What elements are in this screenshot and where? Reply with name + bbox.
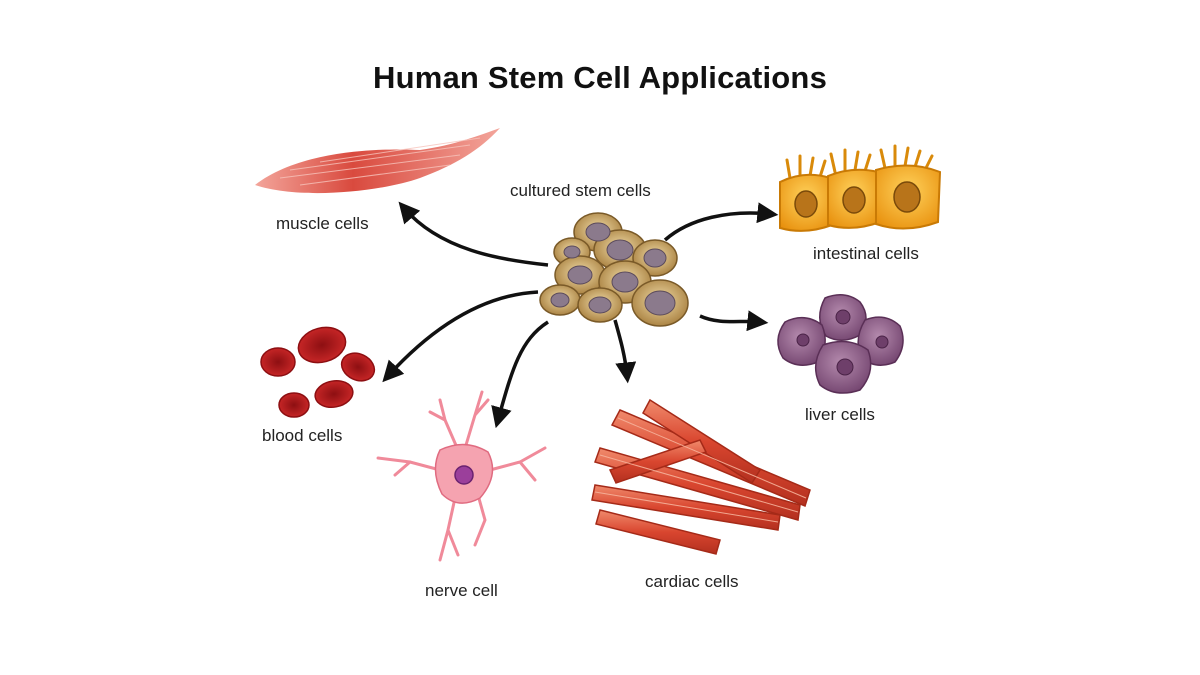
stem-cells-cluster — [539, 212, 689, 327]
label-muscle-cells: muscle cells — [276, 214, 369, 233]
intestinal-cells-illustration — [779, 144, 942, 232]
arrow-to-liver — [699, 310, 769, 332]
label-cultured-stem-cells: cultured stem cells — [510, 181, 651, 200]
arrow-to-intestinal — [663, 202, 779, 242]
arrow-to-cardiac — [613, 319, 637, 384]
arrow-to-nerve — [491, 320, 549, 429]
liver-cells-illustration — [777, 294, 904, 394]
cardiac-cells-illustration — [591, 398, 811, 555]
label-blood-cells: blood cells — [262, 426, 343, 445]
nerve-cell-illustration — [376, 390, 547, 562]
arrows — [382, 201, 779, 429]
label-nerve-cell: nerve cell — [425, 581, 498, 600]
muscle-cells-illustration — [255, 128, 500, 194]
diagram-title: Human Stem Cell Applications — [372, 60, 828, 95]
label-cardiac-cells: cardiac cells — [645, 572, 739, 591]
arrow-to-muscle — [398, 201, 549, 267]
label-liver-cells: liver cells — [805, 405, 875, 424]
blood-cells-illustration — [260, 326, 376, 418]
arrow-to-blood — [382, 290, 539, 383]
label-intestinal-cells: intestinal cells — [813, 244, 919, 263]
